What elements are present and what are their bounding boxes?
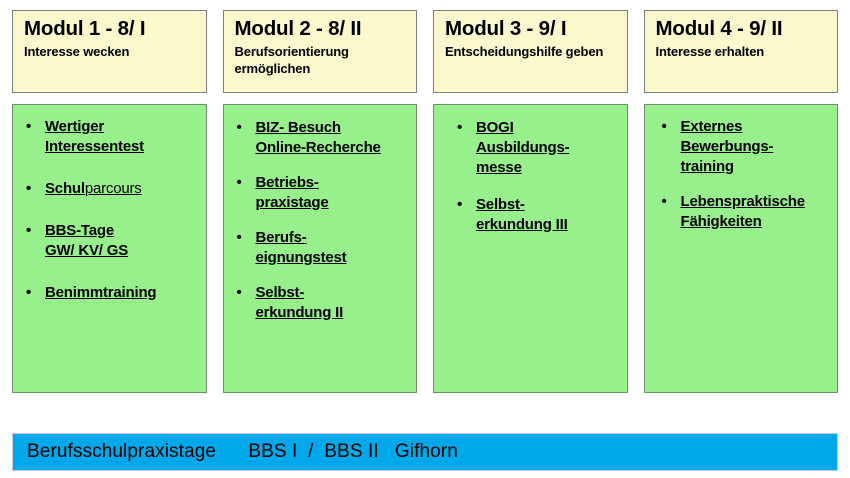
activity-label: Betriebs-praxistage	[256, 174, 329, 211]
list-item: • Selbst-erkundung II	[230, 283, 411, 323]
activity-label-line: Fähigkeiten	[680, 212, 762, 230]
list-item: • Selbst-erkundung III	[450, 195, 621, 235]
bullet-icon: •	[457, 195, 463, 213]
activity-label: Benimmtraining	[45, 283, 157, 301]
bullet-icon: •	[457, 119, 463, 136]
activity-label-line: erkundung III	[476, 215, 568, 233]
module-column-3: Modul 3 - 9/ I Entscheidungshilfe geben • B…	[433, 10, 628, 393]
activity-label-line: training	[680, 157, 735, 175]
module-title: Modul 2 - 8/ II	[234, 17, 362, 40]
activity-label-line: messe	[476, 158, 522, 176]
activity-label-line: Wertiger	[45, 118, 104, 135]
module-column-4: Modul 4 - 9/ II Interesse erhalten • Extern…	[643, 10, 838, 393]
list-item: • BOGI Ausbildungs-messe	[450, 118, 621, 178]
module-activity-list: • BOGI Ausbildungs-messe • Selbst-erkundung …	[450, 118, 621, 235]
activity-label-line: BOGI	[476, 119, 514, 136]
module-title: Modul 1 - 8/ I	[24, 17, 146, 40]
bullet-icon: •	[236, 173, 242, 191]
module-column-2: Modul 2 - 8/ II Berufsorientierung ermögl…	[222, 10, 417, 393]
bullet-icon: •	[26, 221, 32, 239]
module-title: Modul 3 - 9/ I	[445, 17, 567, 40]
activity-label-line: Interessentest	[45, 137, 144, 155]
activity-label-line: Selbst-	[255, 283, 305, 301]
activity-label: Selbst-erkundung II	[256, 284, 344, 321]
activity-label-line: BIZ- Besuch	[255, 119, 342, 136]
activity-label-line: Lebenspraktische	[680, 192, 806, 210]
bullet-icon: •	[26, 118, 32, 135]
bullet-icon: •	[236, 119, 242, 136]
activity-label-line: Ausbildungs-	[476, 138, 570, 156]
activity-label-line: GW/ KV/ GS	[45, 241, 129, 259]
activity-label-line: Online-Recherche	[255, 138, 381, 156]
module-header-4: Modul 4 - 9/ II Interesse erhalten	[643, 10, 838, 93]
activity-label-line: BBS-Tage	[45, 221, 114, 239]
activity-label-tail: parcours	[84, 179, 142, 197]
list-item: • Berufs-eignungstest	[230, 228, 411, 268]
activity-label-line: Bewerbungs-	[680, 137, 774, 155]
bullet-icon: •	[26, 283, 32, 301]
list-item: • Benimmtraining	[19, 283, 200, 303]
bullet-icon: •	[26, 179, 32, 197]
activity-label: BOGI Ausbildungs-messe	[476, 119, 570, 176]
list-item: • Schulparcours	[19, 179, 200, 199]
module-subtitle: Interesse wecken	[24, 44, 130, 60]
activity-label-line: praxistage	[255, 193, 329, 211]
activity-label-line: Berufs-	[255, 228, 307, 246]
activity-label-line: eignungstest	[255, 248, 347, 266]
footer-banner: Berufsschulpraxistage BBS I / BBS II Gif…	[12, 433, 838, 471]
module-header-3: Modul 3 - 9/ I Entscheidungshilfe geben	[433, 10, 628, 93]
module-subtitle: Entscheidungshilfe geben	[445, 44, 604, 60]
activity-label-line: erkundung II	[255, 303, 344, 321]
activity-label-line: Selbst-	[476, 195, 525, 213]
bullet-icon: •	[661, 118, 667, 135]
bullet-icon: •	[661, 192, 667, 210]
activity-label-line: Benimmtraining	[45, 283, 157, 301]
list-item: • Betriebs-praxistage	[230, 173, 411, 213]
module-subtitle: Interesse erhalten	[655, 44, 765, 60]
module-subtitle: Berufsorientierung ermöglichen	[234, 44, 349, 76]
activity-label-lead: Schul	[45, 179, 85, 197]
module-header-2: Modul 2 - 8/ II Berufsorientierung ermögl…	[222, 10, 417, 93]
activity-label-line: Externes	[680, 118, 743, 135]
activity-label: Berufs-eignungstest	[256, 229, 347, 266]
bullet-icon: •	[236, 228, 242, 246]
activity-label: Selbst-erkundung III	[476, 196, 568, 233]
module-title: Modul 4 - 9/ II	[655, 17, 783, 40]
module-content-3: • BOGI Ausbildungs-messe • Selbst-erkundung …	[433, 104, 628, 393]
module-header-1: Modul 1 - 8/ I Interesse wecken	[12, 10, 207, 93]
footer-label: Berufsschulpraxistage BBS I / BBS II Gif…	[27, 441, 458, 462]
activity-label: Schulparcours	[45, 180, 142, 197]
activity-label-line: Betriebs-	[255, 173, 319, 191]
bullet-icon: •	[236, 283, 242, 301]
